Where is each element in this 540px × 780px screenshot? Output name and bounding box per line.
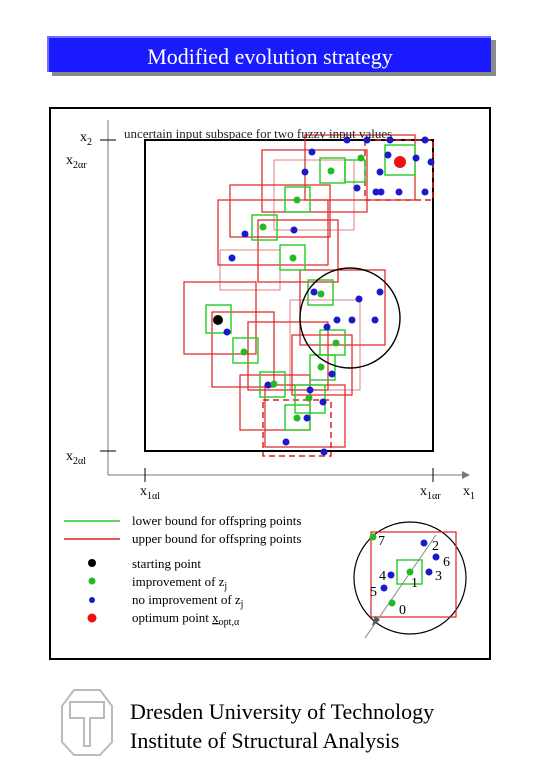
x-alpha-l-label: x1αl	[140, 484, 160, 502]
highlight-circle	[299, 267, 401, 369]
axes	[100, 120, 470, 482]
starting-point	[213, 315, 223, 325]
page-title: Modified evolution strategy	[47, 36, 491, 72]
legend: lower bound for offspring points upper b…	[64, 513, 301, 628]
x-alpha-r-label: x1αr	[420, 484, 441, 502]
detail-label-4: 4	[379, 569, 386, 584]
legend-upper-label: upper bound for offspring points	[132, 531, 301, 546]
legend-start-marker	[88, 559, 96, 567]
lower-dashed-box	[262, 399, 332, 457]
legend-no-improvement-label: no improvement of zj	[132, 592, 243, 610]
university-logo	[61, 689, 113, 756]
detail-label-6: 6	[443, 555, 450, 570]
detail-red-box	[370, 531, 457, 618]
improvement-points	[240, 154, 365, 422]
legend-optimum-marker	[87, 613, 97, 623]
detail-label-2: 2	[432, 539, 439, 554]
lower-bound-boxes	[205, 144, 416, 431]
detail-label-7: 7	[378, 534, 385, 549]
x-axis-label: x1	[463, 484, 475, 502]
x-axis-arrow	[462, 471, 470, 479]
detail-label-0: 0	[399, 603, 406, 618]
legend-lower-label: lower bound for offspring points	[132, 513, 301, 528]
y-alpha-l-label: x2αl	[66, 449, 86, 467]
legend-no-improvement-marker	[89, 597, 95, 603]
legend-start-label: starting point	[132, 556, 201, 571]
detail-green-box	[396, 559, 423, 585]
footer-university: Dresden University of Technology	[130, 699, 435, 724]
detail-label-5: 5	[370, 585, 377, 600]
y-axis-label: x2	[80, 130, 92, 148]
subspace-caption: uncertain input subspace for two fuzzy i…	[124, 126, 392, 141]
y-alpha-r-label: x2αr	[66, 153, 87, 171]
optimum-point	[394, 156, 406, 168]
legend-optimum-label: optimum point xopt,α	[132, 610, 240, 628]
detail-circle	[353, 521, 467, 635]
legend-improvement-marker	[88, 577, 96, 585]
detail-label-3: 3	[435, 569, 442, 584]
diagram-frame	[49, 107, 491, 660]
footer-institute: Institute of Structural Analysis	[130, 728, 400, 753]
no-improvement-points	[223, 136, 435, 456]
legend-improvement-label: improvement of zj	[132, 574, 227, 592]
detail-label-1: 1	[411, 576, 418, 591]
detail-view: 7 2 6 4 1 3 5 0	[353, 521, 467, 639]
uncertain-subspace	[144, 139, 434, 452]
